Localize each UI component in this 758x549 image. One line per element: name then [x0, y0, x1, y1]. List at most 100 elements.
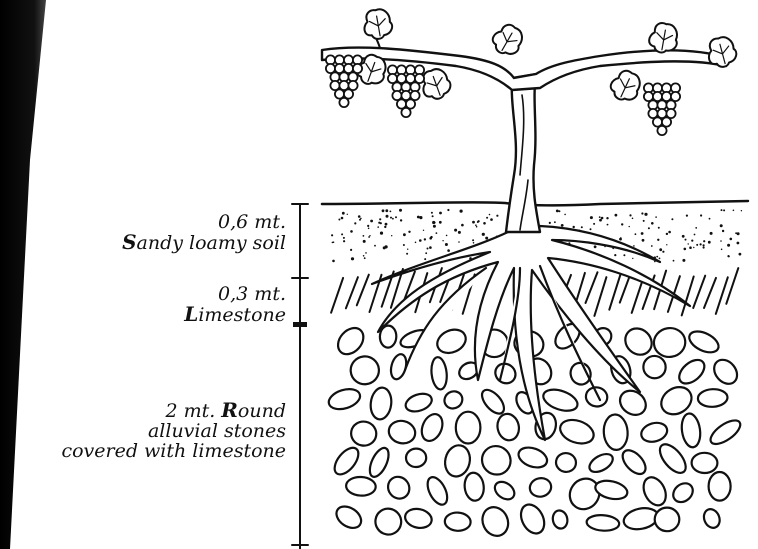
sand-speck	[391, 235, 392, 236]
sand-speck	[354, 222, 356, 224]
sand-speck	[590, 228, 592, 230]
sand-speck	[377, 226, 379, 228]
limestone-stroke	[682, 277, 694, 316]
sand-speck	[496, 215, 498, 217]
stone-icon	[639, 420, 669, 445]
stone-icon	[332, 502, 365, 532]
sand-speck	[379, 218, 381, 220]
stone-icon	[655, 440, 690, 477]
sand-speck	[341, 217, 344, 220]
sand-speck	[651, 245, 653, 247]
sand-speck	[593, 223, 595, 225]
sand-speck	[659, 248, 662, 251]
sand-speck	[390, 211, 392, 213]
alluvial-stones	[326, 319, 744, 540]
limestone-stroke	[704, 278, 716, 308]
stone-icon	[491, 360, 519, 388]
sand-speck	[476, 226, 478, 228]
sand-speck	[682, 235, 685, 238]
sand-speck	[360, 218, 362, 220]
sand-speck	[475, 224, 477, 226]
sand-speck	[458, 231, 461, 234]
sand-speck	[632, 218, 634, 220]
sandy-soil-label: 0,6 mt. Sandy loamy soil	[122, 212, 286, 253]
sand-speck	[338, 219, 340, 221]
stone-icon	[478, 386, 508, 417]
sand-speck	[691, 240, 693, 242]
sand-speck	[433, 225, 436, 228]
limestone-stroke	[357, 275, 369, 306]
sand-speck	[606, 217, 608, 219]
stones-label: 2 mt. Round alluvial stones covered with…	[61, 400, 286, 461]
sand-speck	[657, 239, 659, 241]
sand-speck	[703, 246, 705, 248]
sand-speck	[700, 243, 702, 245]
sand-speck	[696, 244, 698, 246]
sand-speck	[406, 253, 408, 255]
sand-speck	[380, 232, 383, 235]
sand-speck	[655, 216, 657, 218]
sand-speck	[400, 219, 402, 221]
sand-speck	[620, 237, 622, 239]
sand-speck	[666, 233, 668, 235]
vine-leaf-icon	[704, 34, 738, 70]
sand-speck	[556, 210, 559, 213]
sand-speck	[708, 241, 711, 244]
sand-speck	[368, 236, 370, 238]
sand-speck	[693, 247, 694, 248]
stone-icon	[516, 501, 548, 538]
stone-icon	[384, 473, 414, 503]
sand-speck	[408, 231, 410, 233]
sand-speck	[739, 253, 742, 256]
sand-speck	[458, 241, 460, 243]
stone-icon	[528, 476, 553, 498]
sandy-soil-depth: 0,6 mt.	[122, 212, 286, 232]
sand-speck	[368, 228, 370, 230]
sand-speck	[723, 209, 725, 211]
stone-icon	[369, 386, 393, 420]
stone-icon	[586, 450, 615, 475]
sand-speck	[549, 222, 551, 224]
stone-icon	[620, 323, 657, 360]
stone-icon	[709, 472, 731, 501]
sand-speck	[386, 215, 389, 218]
stone-icon	[441, 388, 465, 412]
sand-speck	[472, 221, 475, 224]
sand-speck	[429, 246, 432, 249]
sand-speck	[720, 224, 723, 227]
vine-leaf-icon	[607, 67, 645, 105]
stone-icon	[691, 453, 717, 474]
sand-speck	[730, 238, 733, 241]
stones-description-line-3: covered with limestone	[61, 441, 286, 461]
stone-icon	[370, 504, 406, 540]
stone-icon	[603, 414, 629, 451]
sand-speck	[662, 251, 664, 253]
sand-speck	[370, 220, 373, 223]
sand-speck	[332, 260, 335, 263]
sand-speck	[737, 242, 740, 245]
sand-speck	[424, 258, 426, 260]
sand-speck	[737, 232, 740, 235]
sand-speck	[651, 222, 654, 225]
sand-speck	[561, 224, 564, 227]
sand-speck	[629, 214, 631, 216]
sand-speck	[347, 214, 348, 215]
sand-speck	[447, 249, 450, 252]
sand-speck	[607, 224, 609, 226]
stone-icon	[554, 451, 577, 474]
sand-speck	[385, 209, 388, 212]
sand-speck	[363, 255, 365, 257]
sand-speck	[473, 242, 475, 244]
sand-speck	[666, 244, 667, 245]
sand-speck	[369, 235, 370, 236]
sand-speck	[490, 218, 493, 221]
limestone-stroke	[716, 277, 728, 314]
stone-icon	[366, 445, 392, 479]
sand-speck	[419, 216, 422, 219]
stone-icon	[675, 355, 709, 388]
stone-icon	[418, 411, 446, 444]
sand-speck	[439, 212, 442, 215]
sand-speck	[460, 210, 463, 213]
sand-speck	[644, 213, 647, 216]
